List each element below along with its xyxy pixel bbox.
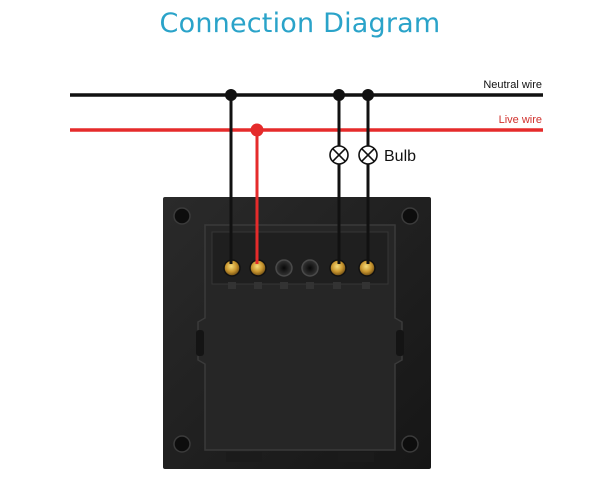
bottom-tab [338,452,374,462]
bulb-icon [329,145,349,165]
junction-dot-icon [362,89,374,101]
bulb-icon [358,145,378,165]
bottom-tab [226,452,262,462]
junction-dot-icon [225,89,237,101]
neutral-wire-label: Neutral wire [483,79,542,91]
junction-dot-icon [333,89,345,101]
corner-hole-icon [173,207,191,225]
diagram-title: Connection Diagram [159,8,441,39]
terminal-tab [280,282,288,289]
terminal-empty-icon [275,259,293,277]
side-clip [196,330,204,356]
corner-hole-icon [173,435,191,453]
junction-dot-icon [250,123,264,137]
terminal-tab [228,282,236,289]
terminal-tab [362,282,370,289]
corner-hole-icon [401,207,419,225]
terminal-empty-icon [301,259,319,277]
switch-back-plate [163,197,431,469]
terminals [223,259,376,277]
terminal-tab [306,282,314,289]
bulb-label: Bulb [384,148,416,165]
terminal-block [211,231,389,285]
terminal-tab [254,282,262,289]
terminal-tab [333,282,341,289]
corner-hole-icon [401,435,419,453]
live-wire-label: Live wire [499,114,542,126]
side-clip [396,330,404,356]
